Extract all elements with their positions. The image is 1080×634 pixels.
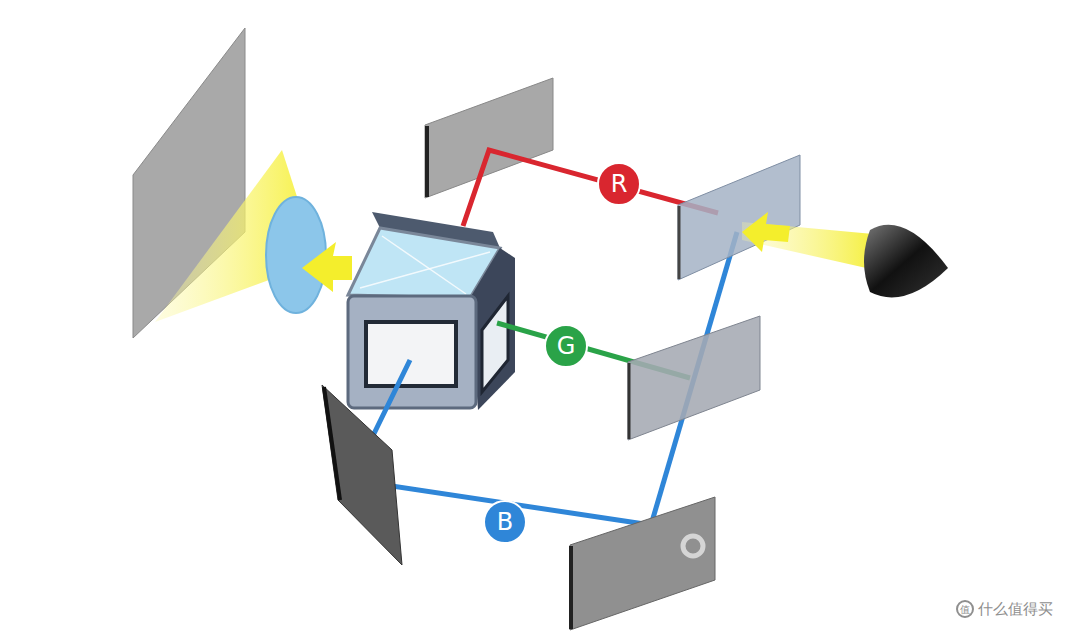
svg-text:值: 值 <box>960 604 970 615</box>
reflect-mirror <box>322 385 402 565</box>
color-channel-badge: G <box>544 324 588 368</box>
watermark: 什么值得买 <box>978 600 1053 619</box>
channel-letter: G <box>557 334 576 358</box>
light-arrow <box>302 242 352 292</box>
reflect-mirror <box>570 497 715 630</box>
dichroic-mirror <box>678 155 800 280</box>
reflect-mirror <box>425 78 553 198</box>
cross-dichroic-prism <box>348 212 515 410</box>
channel-letter: B <box>497 510 513 534</box>
lamp <box>864 225 948 298</box>
dichroic-mirror <box>628 316 760 440</box>
color-channel-badge: R <box>597 162 641 206</box>
watermark-logo <box>957 601 973 617</box>
color-channel-badge: B <box>483 500 527 544</box>
projection-lens <box>266 197 326 313</box>
channel-letter: R <box>611 172 628 196</box>
